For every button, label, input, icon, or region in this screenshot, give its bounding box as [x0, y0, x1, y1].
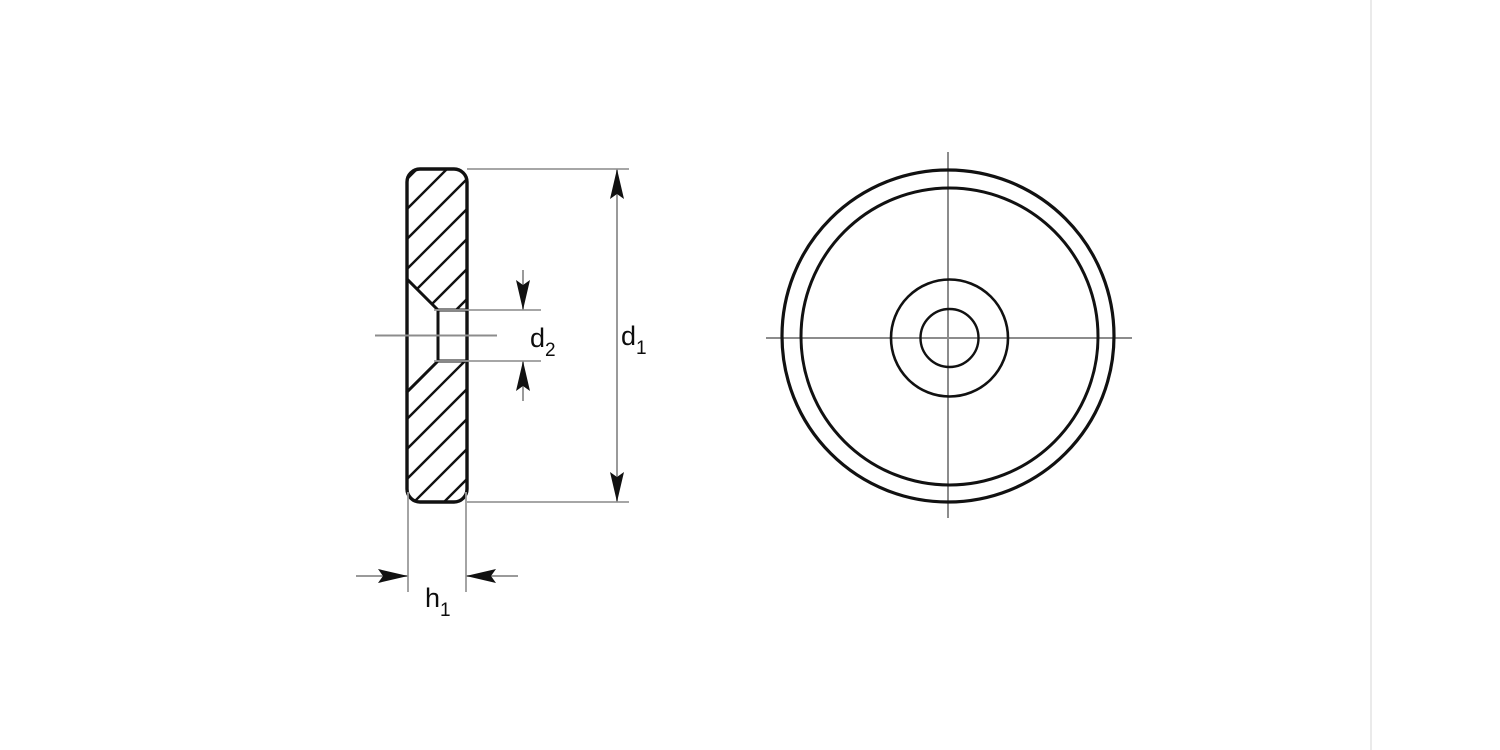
- section-hatching: [397, 49, 477, 750]
- hatch-line: [406, 438, 467, 502]
- arrowhead-d2-bottom: [516, 361, 530, 391]
- circle-bore-d2: [919, 307, 980, 369]
- sectional-side-view: [375, 49, 497, 750]
- hatch-line: [406, 228, 467, 310]
- hatch-line: [406, 378, 467, 460]
- circle-body-face: [799, 186, 1100, 487]
- hatch-line: [406, 498, 467, 502]
- dimension-label-h1: h1: [425, 583, 451, 621]
- hatch-line: [397, 679, 477, 750]
- hatch-line: [397, 649, 477, 729]
- dimension-label-d2: d2: [530, 323, 556, 361]
- hatch-line: [397, 79, 477, 159]
- hatch-line: [397, 739, 477, 750]
- hatch-line: [406, 198, 467, 280]
- dimension-h1: h1: [356, 569, 518, 621]
- arrowhead-h1-right: [466, 569, 496, 583]
- washer-body-outline: [405, 167, 469, 504]
- arrowhead-d2-top: [516, 280, 530, 310]
- arrowhead-h1-left: [378, 569, 408, 583]
- dimension-d1: d1: [610, 169, 647, 502]
- circle-countersink: [889, 278, 1010, 398]
- hatch-line: [397, 619, 477, 699]
- hatch-line: [406, 408, 467, 490]
- front-view: [766, 152, 1132, 518]
- hatch-line: [397, 709, 477, 750]
- arrowhead-d1-bottom: [610, 472, 624, 502]
- hatch-line: [397, 49, 477, 129]
- hatch-line: [406, 169, 467, 250]
- hatch-line: [406, 169, 467, 220]
- hatch-line: [406, 468, 467, 502]
- circle-outer-diameter-d1: [780, 168, 1116, 504]
- dimension-label-d1: d1: [621, 321, 647, 359]
- dimension-d2: d2: [516, 270, 556, 401]
- arrowhead-d1-top: [610, 169, 624, 199]
